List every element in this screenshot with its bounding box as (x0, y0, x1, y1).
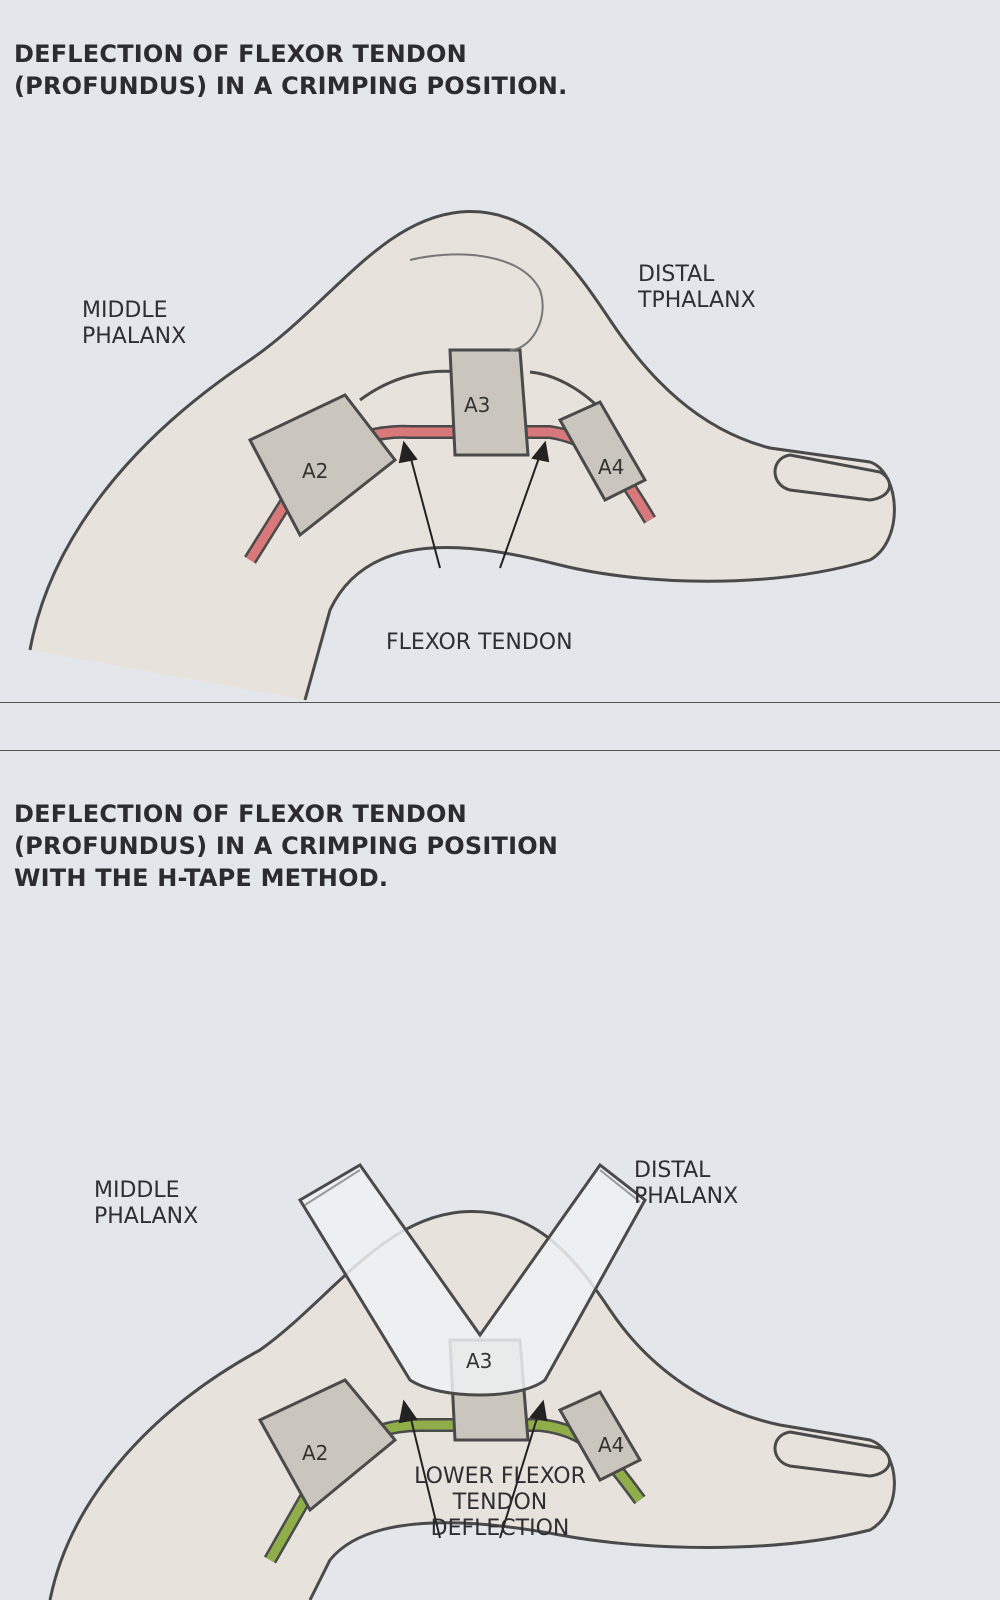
a2-label: A2 (302, 1441, 328, 1465)
h-tape (297, 1162, 647, 1397)
deflection-arrows (398, 1399, 548, 1539)
divider (0, 750, 1000, 751)
title-line: (PROFUNDUS) IN A CRIMPING POSITION. (14, 72, 568, 100)
divider (0, 702, 1000, 703)
top-flexor-tendon-label: FLEXOR TENDON (386, 630, 573, 655)
top-title: DEFLECTION OF FLEXOR TENDON (PROFUNDUS) … (14, 38, 567, 102)
a4-pulley (557, 1390, 643, 1482)
a4-pulley (557, 400, 648, 502)
a2-label: A2 (302, 459, 328, 483)
title-line: (PROFUNDUS) IN A CRIMPING POSITION (14, 832, 559, 860)
a3-label: A3 (464, 393, 490, 417)
title-line: WITH THE H-TAPE METHOD. (14, 864, 389, 892)
bottom-finger-illustration: A2 A3 A4 (48, 1162, 896, 1600)
title-line: DEFLECTION OF FLEXOR TENDON (14, 40, 467, 68)
bottom-title: DEFLECTION OF FLEXOR TENDON (PROFUNDUS) … (14, 798, 558, 894)
a2-pulley (257, 1378, 398, 1513)
a2-pulley (247, 393, 398, 538)
title-line: DEFLECTION OF FLEXOR TENDON (14, 800, 467, 828)
a4-label: A4 (598, 455, 624, 479)
a3-pulley (448, 348, 530, 457)
a3-label: A3 (466, 1349, 492, 1373)
nail (773, 1430, 891, 1478)
flexor-tendon-arrows (398, 440, 550, 569)
a4-label: A4 (598, 1433, 624, 1457)
top-finger-illustration: A2 A3 A4 (28, 210, 896, 701)
nail (773, 453, 891, 502)
